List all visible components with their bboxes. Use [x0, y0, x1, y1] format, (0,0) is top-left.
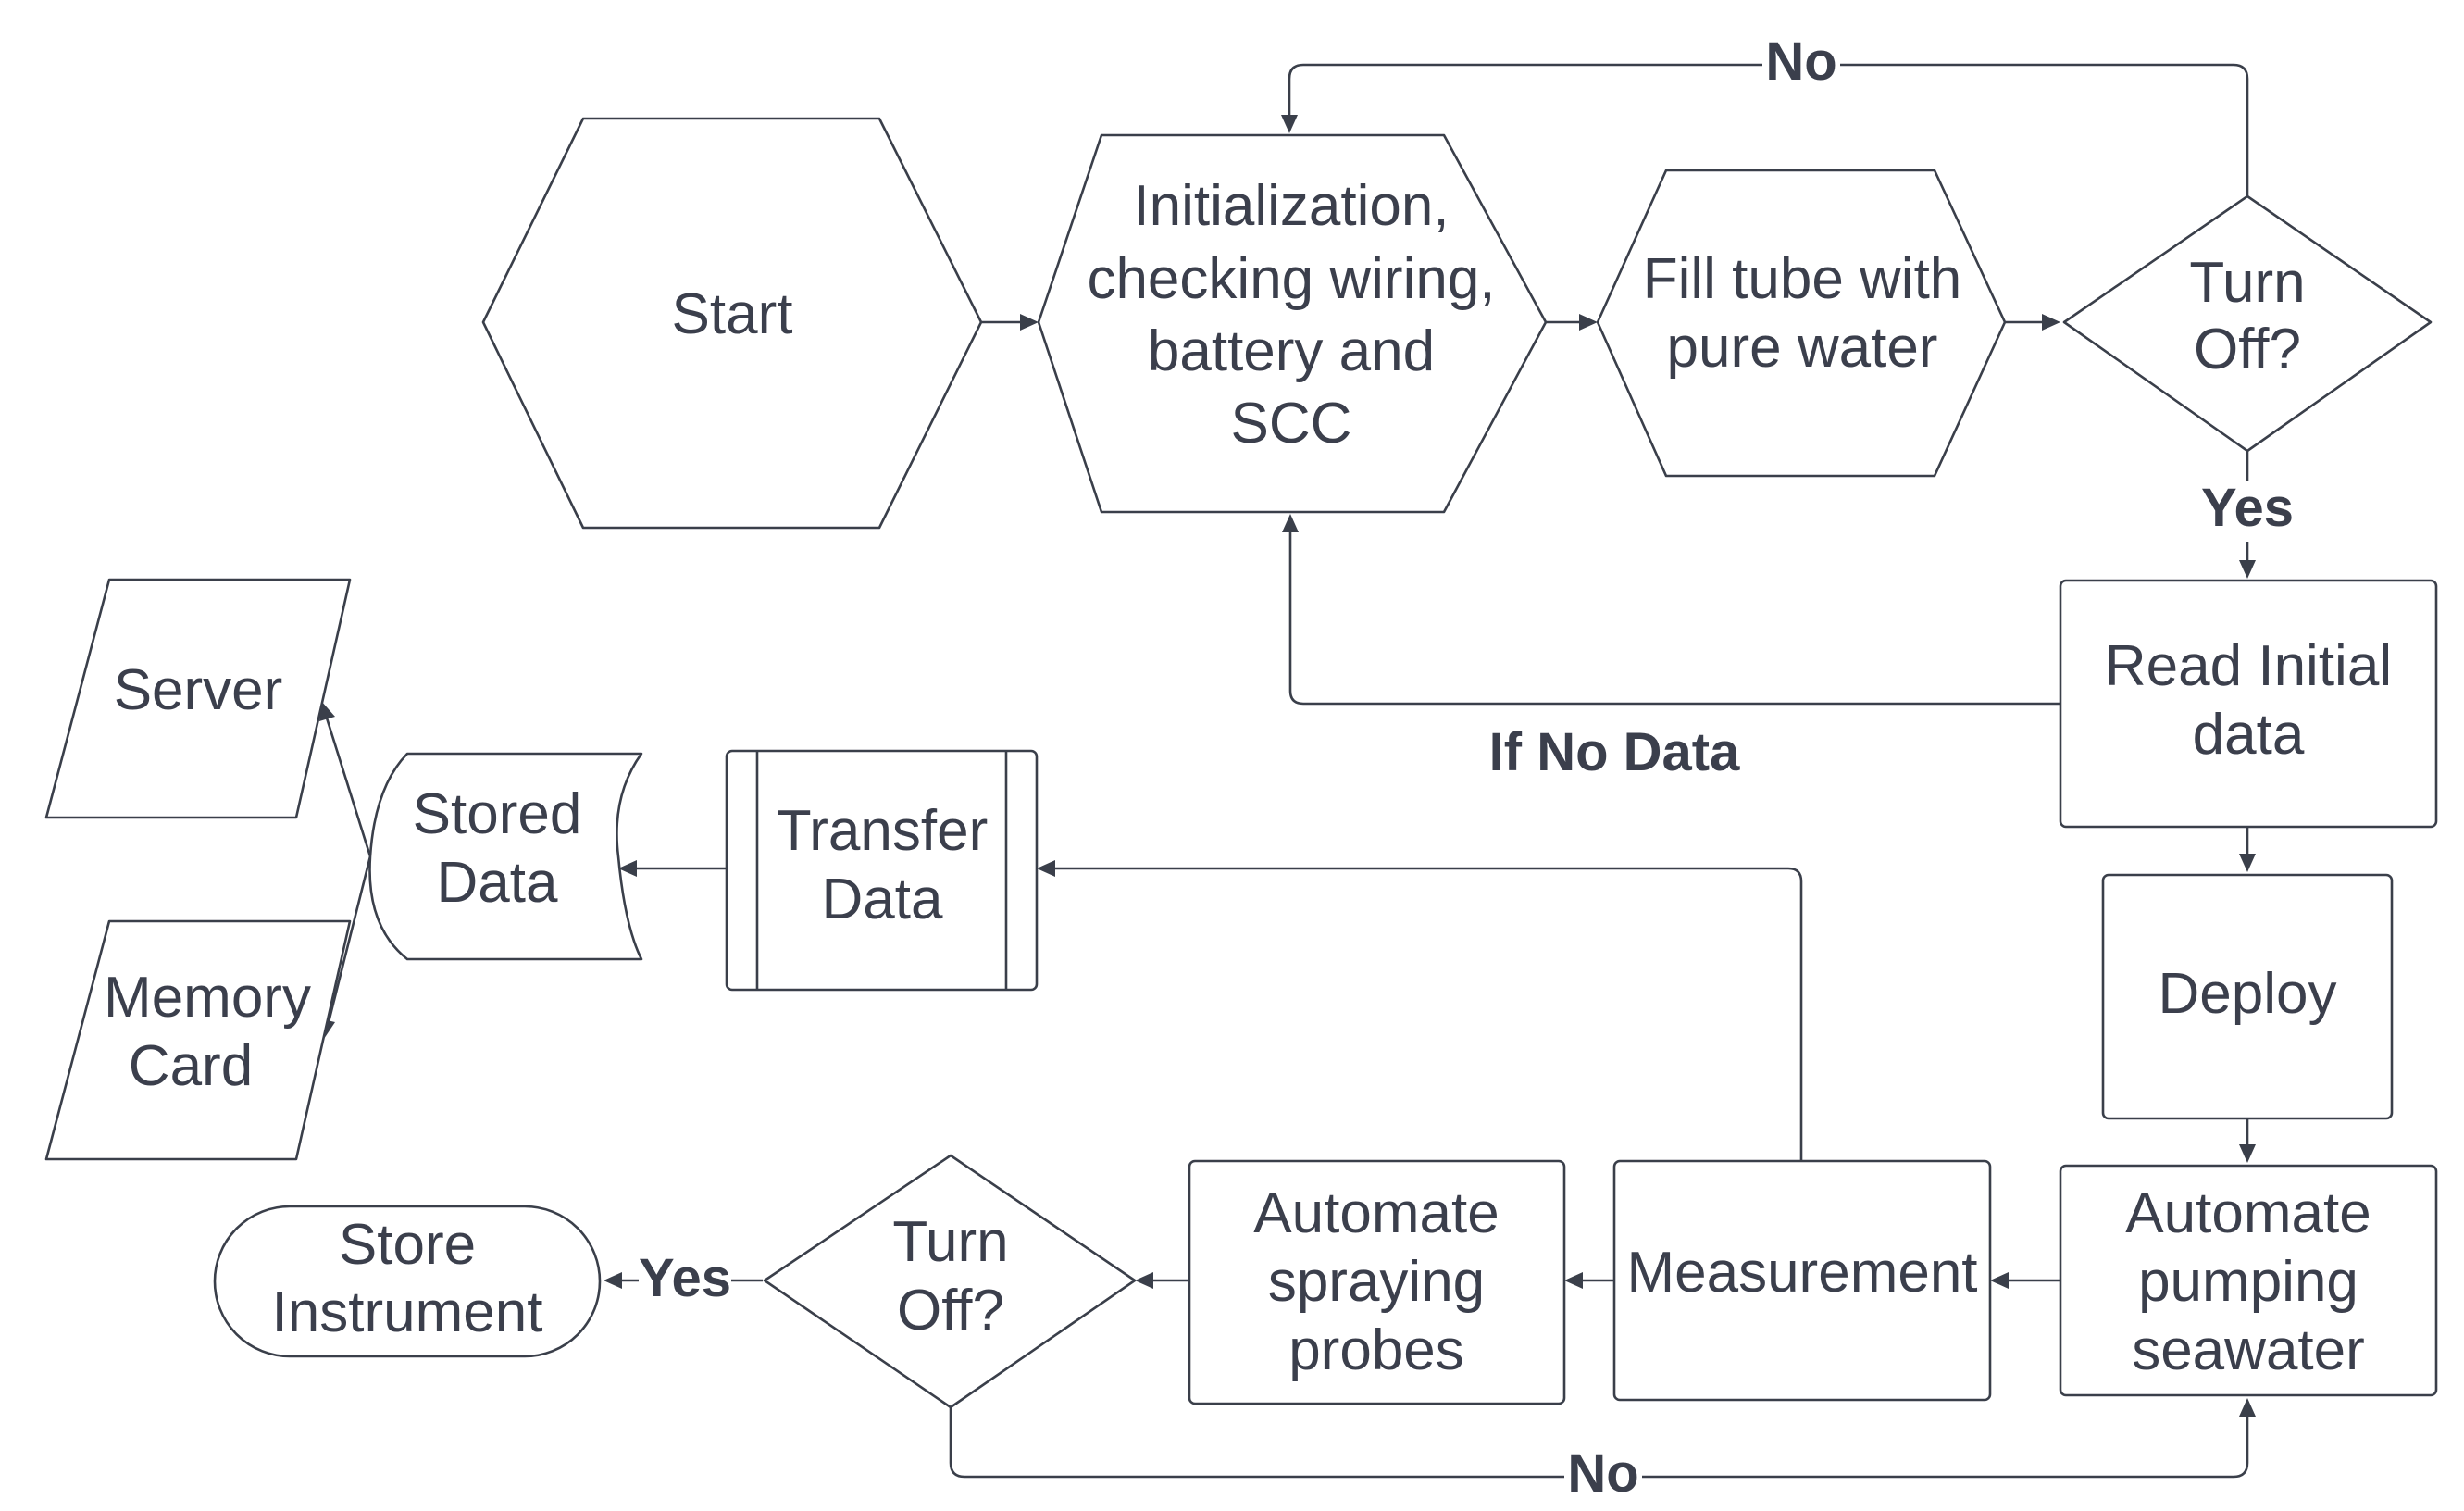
bottom-no-mask: [1564, 1449, 1642, 1505]
edge-measurement-to-transfer: [1044, 867, 1803, 1161]
node-start: Start: [481, 117, 983, 530]
node-memory-card: Memory Card: [44, 919, 352, 1161]
transfer-data-label-line2: Data: [822, 868, 943, 931]
node-init: Initialization, checking wiring, battery…: [1037, 133, 1548, 514]
arrowhead-nodata-init: [1282, 514, 1299, 532]
node-stored-data: Stored Data: [368, 752, 643, 961]
read-initial-label-line1: Read Initial: [2105, 634, 2392, 698]
store-instrument-terminal: [213, 1205, 602, 1358]
node-read-initial: Read Initial data: [2059, 579, 2438, 829]
start-hexagon: [481, 117, 983, 530]
pumping-label-line3: seawater: [2132, 1318, 2365, 1382]
arrowhead-yes-store: [604, 1272, 622, 1289]
transfer-data-label-line1: Transfer: [777, 799, 989, 863]
node-turn-off-1: Turn Off?: [2062, 194, 2433, 453]
read-initial-box: [2059, 579, 2438, 829]
start-label: Start: [672, 282, 793, 346]
edge-label-yes-down: Yes: [2201, 478, 2294, 538]
pumping-label-line1: Automate: [2125, 1181, 2371, 1245]
arrowhead-pumping-measurement: [1990, 1272, 2009, 1289]
stored-data-shape: [368, 752, 643, 961]
deploy-label: Deploy: [2159, 962, 2337, 1026]
edge-label-bottom-no: No: [1567, 1443, 1638, 1504]
read-initial-label-line2: data: [2193, 703, 2305, 767]
measurement-label: Measurement: [1626, 1241, 1977, 1305]
node-store-instrument: Store Instrument: [213, 1205, 602, 1358]
edge-label-top-no: No: [1765, 31, 1836, 92]
memory-card-parallelogram: [44, 919, 352, 1161]
node-pumping: Automate pumping seawater: [2059, 1164, 2438, 1397]
deploy-box: [2101, 873, 2394, 1120]
store-instrument-label-line2: Instrument: [272, 1280, 543, 1344]
store-instrument-label-line1: Store: [339, 1213, 476, 1277]
edge-labels: No Yes If No Data No Yes: [639, 31, 2294, 1505]
arrowhead-start-init: [1020, 314, 1039, 331]
arrowhead-transfer-stored: [618, 860, 637, 877]
edge-read-nodata-loop: [1288, 520, 2060, 706]
arrowhead-fill-turnoff1: [2042, 314, 2060, 331]
turn-off-1-diamond: [2062, 194, 2433, 453]
edge-label-yes-left: Yes: [639, 1248, 731, 1308]
arrowhead-yes-read: [2239, 560, 2256, 579]
arrowhead-deploy-pumping: [2239, 1144, 2256, 1163]
turn-off-1-label-line2: Off?: [2194, 318, 2301, 381]
spraying-label-line1: Automate: [1253, 1181, 1499, 1245]
server-label: Server: [114, 658, 283, 722]
node-turn-off-2: Turn Off?: [763, 1154, 1137, 1409]
edge-stored-to-memory: [325, 855, 372, 1030]
measurement-box: [1612, 1159, 1992, 1402]
transfer-data-box: [725, 749, 1039, 992]
arrowhead-spraying-turnoff2: [1135, 1272, 1153, 1289]
server-parallelogram: [44, 578, 352, 819]
init-hexagon: [1037, 133, 1548, 514]
edge-label-if-no-data: If No Data: [1489, 722, 1740, 782]
turn-off-2-diamond: [763, 1154, 1137, 1409]
edge-stored-to-server: [322, 708, 372, 857]
node-fill-tube: Fill tube with pure water: [1596, 169, 2007, 478]
turn-off-2-label-line1: Turn: [892, 1210, 1008, 1274]
memory-card-label-line1: Memory: [104, 966, 311, 1030]
memory-card-label-line2: Card: [129, 1034, 253, 1098]
node-measurement: Measurement: [1612, 1159, 1992, 1402]
arrowhead-measurement-spraying: [1564, 1272, 1583, 1289]
spraying-box: [1188, 1159, 1566, 1405]
fill-tube-hexagon: [1596, 169, 2007, 478]
node-deploy: Deploy: [2101, 873, 2394, 1120]
top-no-mask: [1762, 37, 1840, 93]
pumping-box: [2059, 1164, 2438, 1397]
node-server: Server: [44, 578, 352, 819]
init-label-line1: Initialization,: [1133, 174, 1449, 238]
pumping-label-line2: pumping: [2138, 1250, 2358, 1314]
arrowhead-no-init: [1281, 115, 1298, 133]
arrowhead-init-fill: [1579, 314, 1598, 331]
arrowhead-stored-server: [319, 701, 335, 721]
arrowhead-measurement-transfer: [1037, 860, 1055, 877]
fill-tube-label-line1: Fill tube with: [1643, 247, 1962, 311]
stored-data-label-line2: Data: [437, 851, 558, 915]
init-label-line4: SCC: [1231, 392, 1352, 456]
node-spraying: Automate spraying probes: [1188, 1159, 1566, 1405]
turn-off-2-label-line2: Off?: [897, 1279, 1004, 1342]
init-label-line2: checking wiring,: [1087, 247, 1495, 311]
spraying-label-line3: probes: [1288, 1318, 1464, 1382]
arrowhead-read-deploy: [2239, 854, 2256, 872]
init-label-line3: battery and: [1148, 319, 1435, 383]
stored-data-label-line1: Stored: [413, 782, 582, 846]
fill-tube-label-line2: pure water: [1667, 316, 1938, 380]
spraying-label-line2: spraying: [1268, 1250, 1485, 1314]
arrowhead-no-pumping: [2239, 1398, 2256, 1417]
turn-off-1-label-line1: Turn: [2189, 251, 2305, 315]
node-transfer-data: Transfer Data: [725, 749, 1039, 992]
